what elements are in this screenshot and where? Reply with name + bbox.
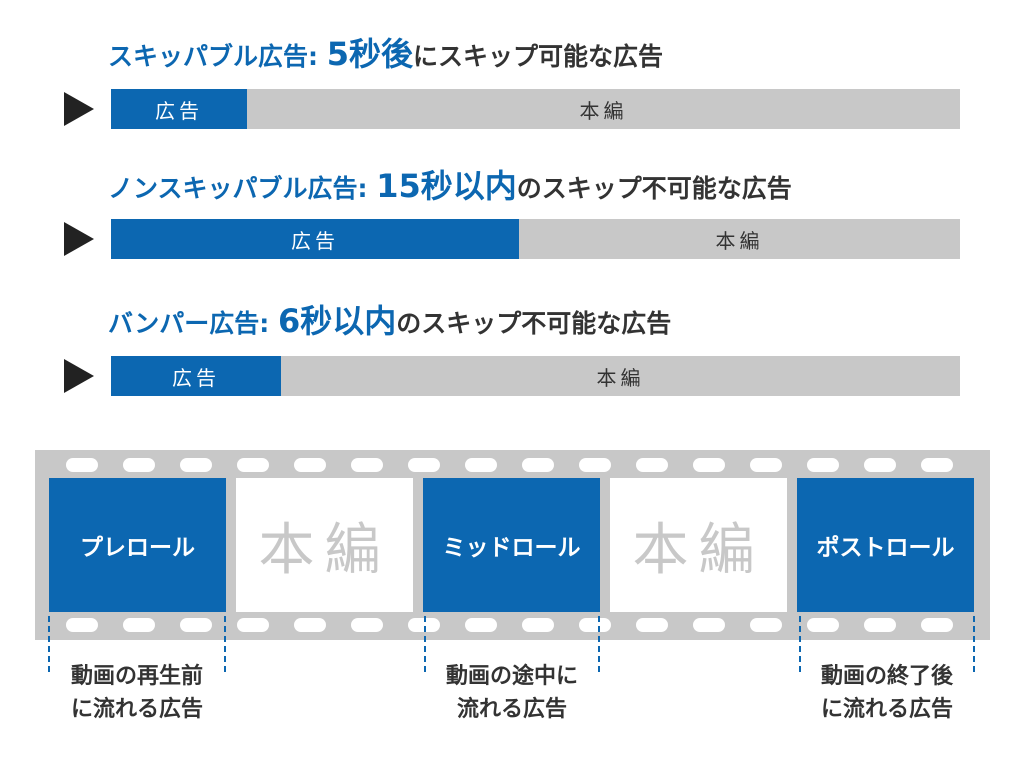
row-2-bar: 広告 本編 <box>111 219 960 259</box>
row-1-heading: スキッパブル広告: 5秒後にスキップ可能な広告 <box>108 38 663 70</box>
caption-line: に流れる広告 <box>70 697 203 722</box>
row-3-title: バンパー広告 <box>108 309 260 338</box>
row-2-ad-segment: 広告 <box>111 219 519 259</box>
guide-line <box>598 616 600 672</box>
sprocket-hole <box>807 618 839 632</box>
row-2-highlight: 15秒以内 <box>376 167 517 205</box>
sprocket-hole <box>522 618 554 632</box>
play-icon <box>64 92 94 126</box>
caption-line: 流れる広告 <box>456 697 567 722</box>
caption-line: 動画の終了後 <box>820 664 953 689</box>
row-2-main-segment: 本編 <box>715 228 764 253</box>
sprocket-hole <box>465 618 497 632</box>
sprocket-hole <box>465 458 497 472</box>
row-2-separator: : <box>357 174 368 203</box>
row-1-suffix: にスキップ可能な広告 <box>413 42 664 71</box>
sprocket-hole <box>864 458 896 472</box>
caption-line: 動画の再生前 <box>70 664 203 689</box>
frame-main-1: 本編 <box>236 478 413 612</box>
sprocket-hole <box>693 458 725 472</box>
sprocket-hole <box>351 618 383 632</box>
sprocket-hole <box>636 458 668 472</box>
sprocket-hole <box>123 458 155 472</box>
guide-line <box>973 616 975 672</box>
frame-postroll: ポストロール <box>797 478 974 612</box>
sprocket-hole <box>237 458 269 472</box>
sprocket-hole <box>579 458 611 472</box>
row-1-main-segment: 本編 <box>579 98 628 123</box>
row-3-suffix: のスキップ不可能な広告 <box>396 309 672 338</box>
sprocket-hole <box>180 618 212 632</box>
row-1-title: スキッパブル広告 <box>108 42 309 71</box>
row-3-ad-segment: 広告 <box>111 356 281 396</box>
sprocket-hole <box>636 618 668 632</box>
row-1-ad-segment: 広告 <box>111 89 247 129</box>
row-1-separator: : <box>308 42 319 71</box>
guide-line <box>224 616 226 672</box>
guide-line <box>799 616 801 672</box>
sprocket-hole <box>66 618 98 632</box>
sprocket-hole <box>750 458 782 472</box>
caption-preroll: 動画の再生前 に流れる広告 <box>52 660 222 726</box>
caption-midroll: 動画の途中に 流れる広告 <box>428 660 596 726</box>
sprocket-hole <box>351 458 383 472</box>
sprocket-hole <box>66 458 98 472</box>
guide-line <box>48 616 50 672</box>
row-2-suffix: のスキップ不可能な広告 <box>516 174 792 203</box>
frame-preroll: プレロール <box>49 478 226 612</box>
sprocket-hole <box>693 618 725 632</box>
sprocket-hole <box>294 458 326 472</box>
caption-line: に流れる広告 <box>820 697 953 722</box>
caption-postroll: 動画の終了後 に流れる広告 <box>803 660 971 726</box>
sprocket-hole <box>522 458 554 472</box>
caption-line: 動画の途中に <box>445 664 578 689</box>
sprocket-hole <box>408 458 440 472</box>
play-icon <box>64 222 94 256</box>
row-2-title: ノンスキッパブル広告 <box>108 174 358 203</box>
sprocket-hole <box>750 618 782 632</box>
row-3-bar: 広告 本編 <box>111 356 960 396</box>
row-1-highlight: 5秒後 <box>326 35 414 73</box>
row-1-bar: 広告 本編 <box>111 89 960 129</box>
sprocket-hole <box>921 458 953 472</box>
row-3-main-segment: 本編 <box>596 365 645 390</box>
play-icon <box>64 359 94 393</box>
frame-midroll: ミッドロール <box>423 478 600 612</box>
row-3-highlight: 6秒以内 <box>277 302 397 340</box>
sprocket-hole <box>864 618 896 632</box>
sprocket-hole <box>579 618 611 632</box>
guide-line <box>424 616 426 672</box>
row-2-heading: ノンスキッパブル広告: 15秒以内のスキップ不可能な広告 <box>108 170 792 202</box>
sprocket-hole <box>807 458 839 472</box>
row-3-separator: : <box>259 309 270 338</box>
sprocket-hole <box>180 458 212 472</box>
row-3-heading: バンパー広告: 6秒以内のスキップ不可能な広告 <box>108 305 671 337</box>
frame-main-2: 本編 <box>610 478 787 612</box>
sprocket-hole <box>294 618 326 632</box>
sprocket-hole <box>123 618 155 632</box>
sprocket-hole <box>921 618 953 632</box>
sprocket-hole <box>237 618 269 632</box>
